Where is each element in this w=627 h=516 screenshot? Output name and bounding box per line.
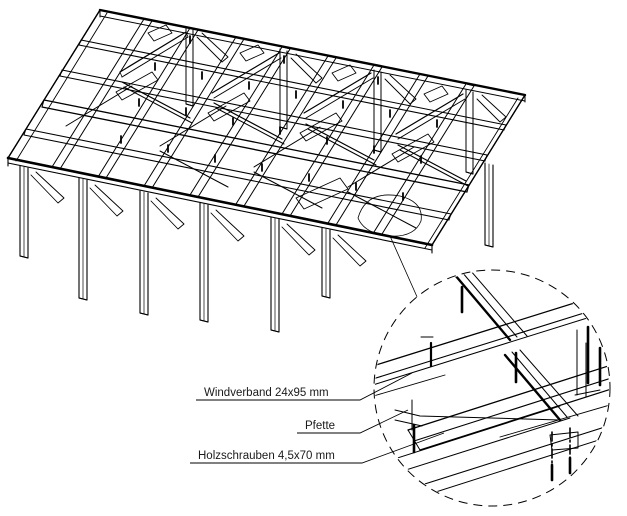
roof-outline [6, 8, 527, 254]
screw-marks-roof [120, 35, 438, 201]
annotation-labels: Windverband 24x95 mm Pfette Holzschraube… [198, 387, 335, 462]
label-windverband: Windverband 24x95 mm [204, 387, 329, 399]
detail-enlargement-circle [373, 269, 611, 507]
label-holzschrauben: Holzschrauben 4,5x70 mm [198, 450, 335, 462]
wind-bracing-diagonals [65, 31, 469, 229]
blocking-pieces [115, 24, 449, 210]
detail-leader-line [389, 235, 419, 300]
detail-marker-on-main [357, 194, 422, 237]
knee-braces [30, 32, 507, 267]
screw-marks-detail [412, 285, 602, 454]
main-isometric-structure [6, 8, 527, 333]
annotation-leaders [190, 372, 445, 464]
support-posts [19, 27, 494, 333]
label-pfette: Pfette [305, 420, 335, 432]
detail-circle-boundary [373, 269, 611, 507]
